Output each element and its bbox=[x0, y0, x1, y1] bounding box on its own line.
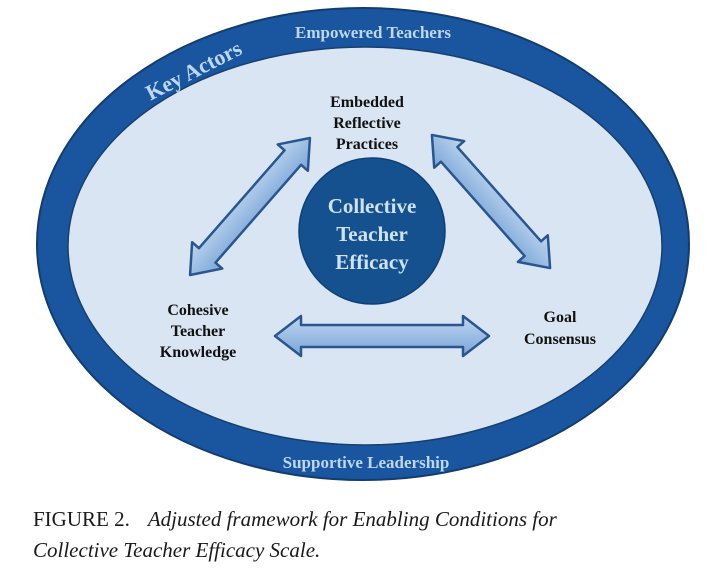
node-cohesive-line2: Teacher bbox=[171, 323, 226, 340]
framework-diagram: Collective Teacher Efficacy Key Actors E… bbox=[36, 7, 690, 481]
arrow-cohesive-goal bbox=[273, 314, 491, 358]
figure-number-label: FIGURE 2. bbox=[33, 507, 130, 531]
node-goal-line1: Goal bbox=[544, 309, 577, 326]
ring-label-empowered-teachers: Empowered Teachers bbox=[295, 23, 451, 42]
node-cohesive-line1: Cohesive bbox=[167, 302, 228, 319]
arrow-embedded-goal bbox=[430, 133, 552, 270]
node-embedded-line3: Practices bbox=[336, 136, 398, 153]
ring-label-supportive-leadership: Supportive Leadership bbox=[283, 453, 450, 472]
center-label-line2: Teacher bbox=[336, 222, 408, 246]
node-goal-line2: Consensus bbox=[524, 331, 596, 348]
node-cohesive-line3: Knowledge bbox=[160, 344, 236, 361]
center-label-line3: Efficacy bbox=[335, 250, 409, 274]
caption-text-line2: Collective Teacher Efficacy Scale. bbox=[33, 538, 321, 562]
node-embedded-line2: Reflective bbox=[333, 115, 401, 132]
node-embedded-line1: Embedded bbox=[330, 94, 404, 111]
caption-text-line1: Adjusted framework for Enabling Conditio… bbox=[147, 507, 557, 531]
figure-caption: FIGURE 2. Adjusted framework for Enabling… bbox=[33, 504, 693, 566]
center-circle bbox=[298, 157, 446, 305]
center-label-line1: Collective bbox=[328, 194, 417, 218]
arrow-cohesive-embedded bbox=[188, 136, 312, 277]
